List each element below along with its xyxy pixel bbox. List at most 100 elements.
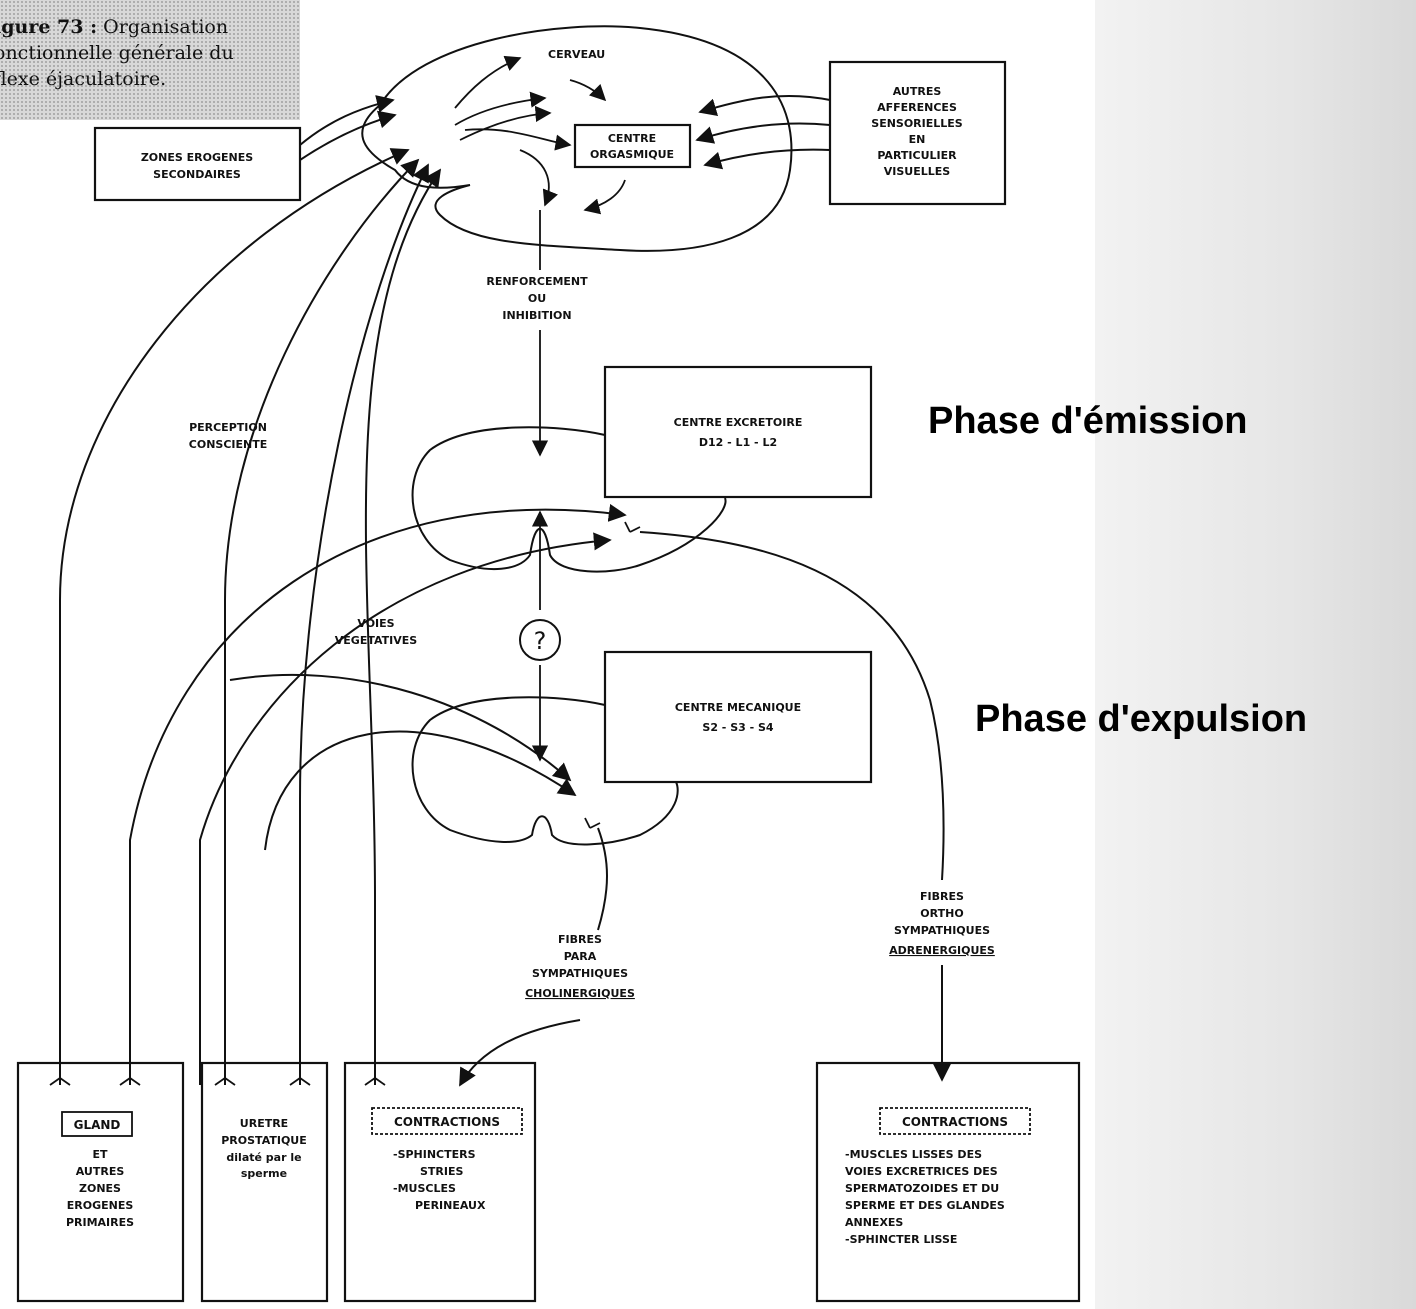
- afferences-1: AUTRES: [893, 85, 942, 98]
- voies-2: VEGETATIVES: [335, 634, 418, 647]
- contractions-right-3: SPERMATOZOIDES ET DU: [845, 1182, 999, 1195]
- uretre-2: PROSTATIQUE: [221, 1134, 307, 1147]
- fibres-ortho-4: ADRENERGIQUES: [889, 944, 995, 957]
- gland-text-1: ET: [92, 1148, 108, 1161]
- fibres-para-1: FIBRES: [558, 933, 602, 946]
- afferent-arrow: [703, 148, 831, 170]
- vegetative-curve: [264, 730, 577, 851]
- question-circle: [519, 619, 561, 661]
- brain-arrow: [454, 55, 522, 109]
- uretre-3: dilaté par le: [226, 1151, 301, 1164]
- page-edge-shadow: [1095, 0, 1416, 1309]
- caption-line1: Organisation: [103, 16, 229, 38]
- para-fiber: [597, 827, 608, 931]
- phase-emission: Phase d'émission: [928, 400, 1248, 442]
- box-gland: [16, 1061, 185, 1303]
- centre-excretoire-2: D12 - L1 - L2: [699, 436, 777, 449]
- contractions-left-1: -SPHINCTERS: [393, 1148, 476, 1161]
- brain-arrow: [569, 79, 607, 102]
- centre-mecanique-1: CENTRE MECANIQUE: [675, 701, 801, 714]
- synapse-mark: [624, 521, 641, 533]
- secondary-arrow: [299, 95, 395, 146]
- afferences-6: VISUELLES: [884, 165, 951, 178]
- zones-secondaires-1: ZONES EROGENES: [141, 151, 253, 164]
- box-contractions-left: [343, 1061, 537, 1303]
- renforcement-2: OU: [528, 292, 546, 305]
- para-arrow: [459, 1019, 581, 1087]
- uretre-4: sperme: [241, 1167, 287, 1180]
- gland-label: GLAND: [74, 1118, 121, 1132]
- perception-2: CONSCIENTE: [189, 438, 267, 451]
- fibres-ortho-1: FIBRES: [920, 890, 964, 903]
- perception-curve: [59, 148, 410, 1085]
- contractions-right-2: VOIES EXCRETRICES DES: [845, 1165, 998, 1178]
- brain-arrow: [459, 105, 552, 141]
- caption-line3: flexe éjaculatoire.: [0, 68, 167, 90]
- voies-1: VOIES: [357, 617, 394, 630]
- centre-orgasmique-1: CENTRE: [608, 132, 656, 145]
- box-contractions-right: [815, 1061, 1081, 1303]
- ortho-fiber: [639, 531, 945, 881]
- receptor-marks: [49, 1076, 386, 1086]
- box-centre-excretoire: [603, 365, 873, 499]
- box-uretre: [200, 1061, 329, 1303]
- contractions-left-4: PERINEAUX: [415, 1199, 486, 1212]
- contractions-right-1: -MUSCLES LISSES DES: [845, 1148, 982, 1161]
- afferent-arrow: [698, 94, 831, 116]
- box-centre-mecanique: [603, 650, 873, 784]
- afferences-5: PARTICULIER: [877, 149, 957, 162]
- perception-curve: [299, 163, 429, 1085]
- gland-label-box: [61, 1111, 133, 1137]
- perception-1: PERCEPTION: [189, 421, 267, 434]
- renforcement-1: RENFORCEMENT: [486, 275, 588, 288]
- vegetative-curve: [199, 532, 612, 1085]
- contractions-right-6: -SPHINCTER LISSE: [845, 1233, 957, 1246]
- cerveau-label: CERVEAU: [548, 48, 605, 61]
- brain-arrow: [583, 179, 626, 215]
- vegetative-curve: [129, 503, 627, 1085]
- fibres-ortho-2: ORTHO: [920, 907, 963, 920]
- afferences-2: AFFERENCES: [877, 101, 957, 114]
- box-autres-afferences: [828, 60, 1007, 206]
- box-zones-secondaires: [93, 126, 302, 202]
- brain-arrow: [464, 128, 572, 151]
- question-mark: ?: [534, 627, 547, 655]
- box-centre-orgasmique: [573, 123, 692, 169]
- centre-orgasmique-2: ORGASMIQUE: [590, 148, 674, 161]
- zones-secondaires-2: SECONDAIRES: [153, 168, 241, 181]
- contractions-left-2: STRIES: [420, 1165, 464, 1178]
- fibres-para-4: CHOLINERGIQUES: [525, 987, 635, 1000]
- brain-outline: [361, 25, 793, 252]
- fibres-ortho-3: SYMPATHIQUES: [894, 924, 990, 937]
- synapse-mark: [584, 817, 601, 829]
- perception-curve: [224, 158, 420, 1085]
- contractions-right-5: ANNEXES: [845, 1216, 903, 1229]
- afferences-3: SENSORIELLES: [871, 117, 963, 130]
- brain-arrow: [454, 91, 547, 126]
- spinal-section-upper: [411, 426, 727, 573]
- brain-arrow: [519, 149, 558, 207]
- gland-text-2: AUTRES: [76, 1165, 125, 1178]
- centre-excretoire-1: CENTRE EXCRETOIRE: [674, 416, 803, 429]
- contractions-right-4: SPERME ET DES GLANDES: [845, 1199, 1005, 1212]
- fibres-para-2: PARA: [564, 950, 597, 963]
- afferent-arrow: [695, 122, 831, 144]
- contractions-left-3: -MUSCLES: [393, 1182, 456, 1195]
- centre-mecanique-2: S2 - S3 - S4: [702, 721, 774, 734]
- perception-curve: [364, 168, 442, 1085]
- figure-caption: igure 73 : Organisation onctionnelle gén…: [0, 0, 300, 120]
- secondary-arrow: [299, 110, 397, 161]
- afferences-4: EN: [909, 133, 926, 146]
- vegetative-curve: [229, 673, 572, 782]
- uretre-1: URETRE: [240, 1117, 288, 1130]
- contractions-left-title: CONTRACTIONS: [394, 1115, 500, 1129]
- contractions-right-title: CONTRACTIONS: [902, 1115, 1008, 1129]
- caption-figure-number: igure 73 :: [0, 16, 98, 38]
- contractions-left-label-box: [371, 1107, 523, 1135]
- contractions-right-label-box: [879, 1107, 1031, 1135]
- fibres-para-3: SYMPATHIQUES: [532, 967, 628, 980]
- gland-text-5: PRIMAIRES: [66, 1216, 134, 1229]
- phase-expulsion: Phase d'expulsion: [975, 698, 1308, 740]
- gland-text-3: ZONES: [79, 1182, 121, 1195]
